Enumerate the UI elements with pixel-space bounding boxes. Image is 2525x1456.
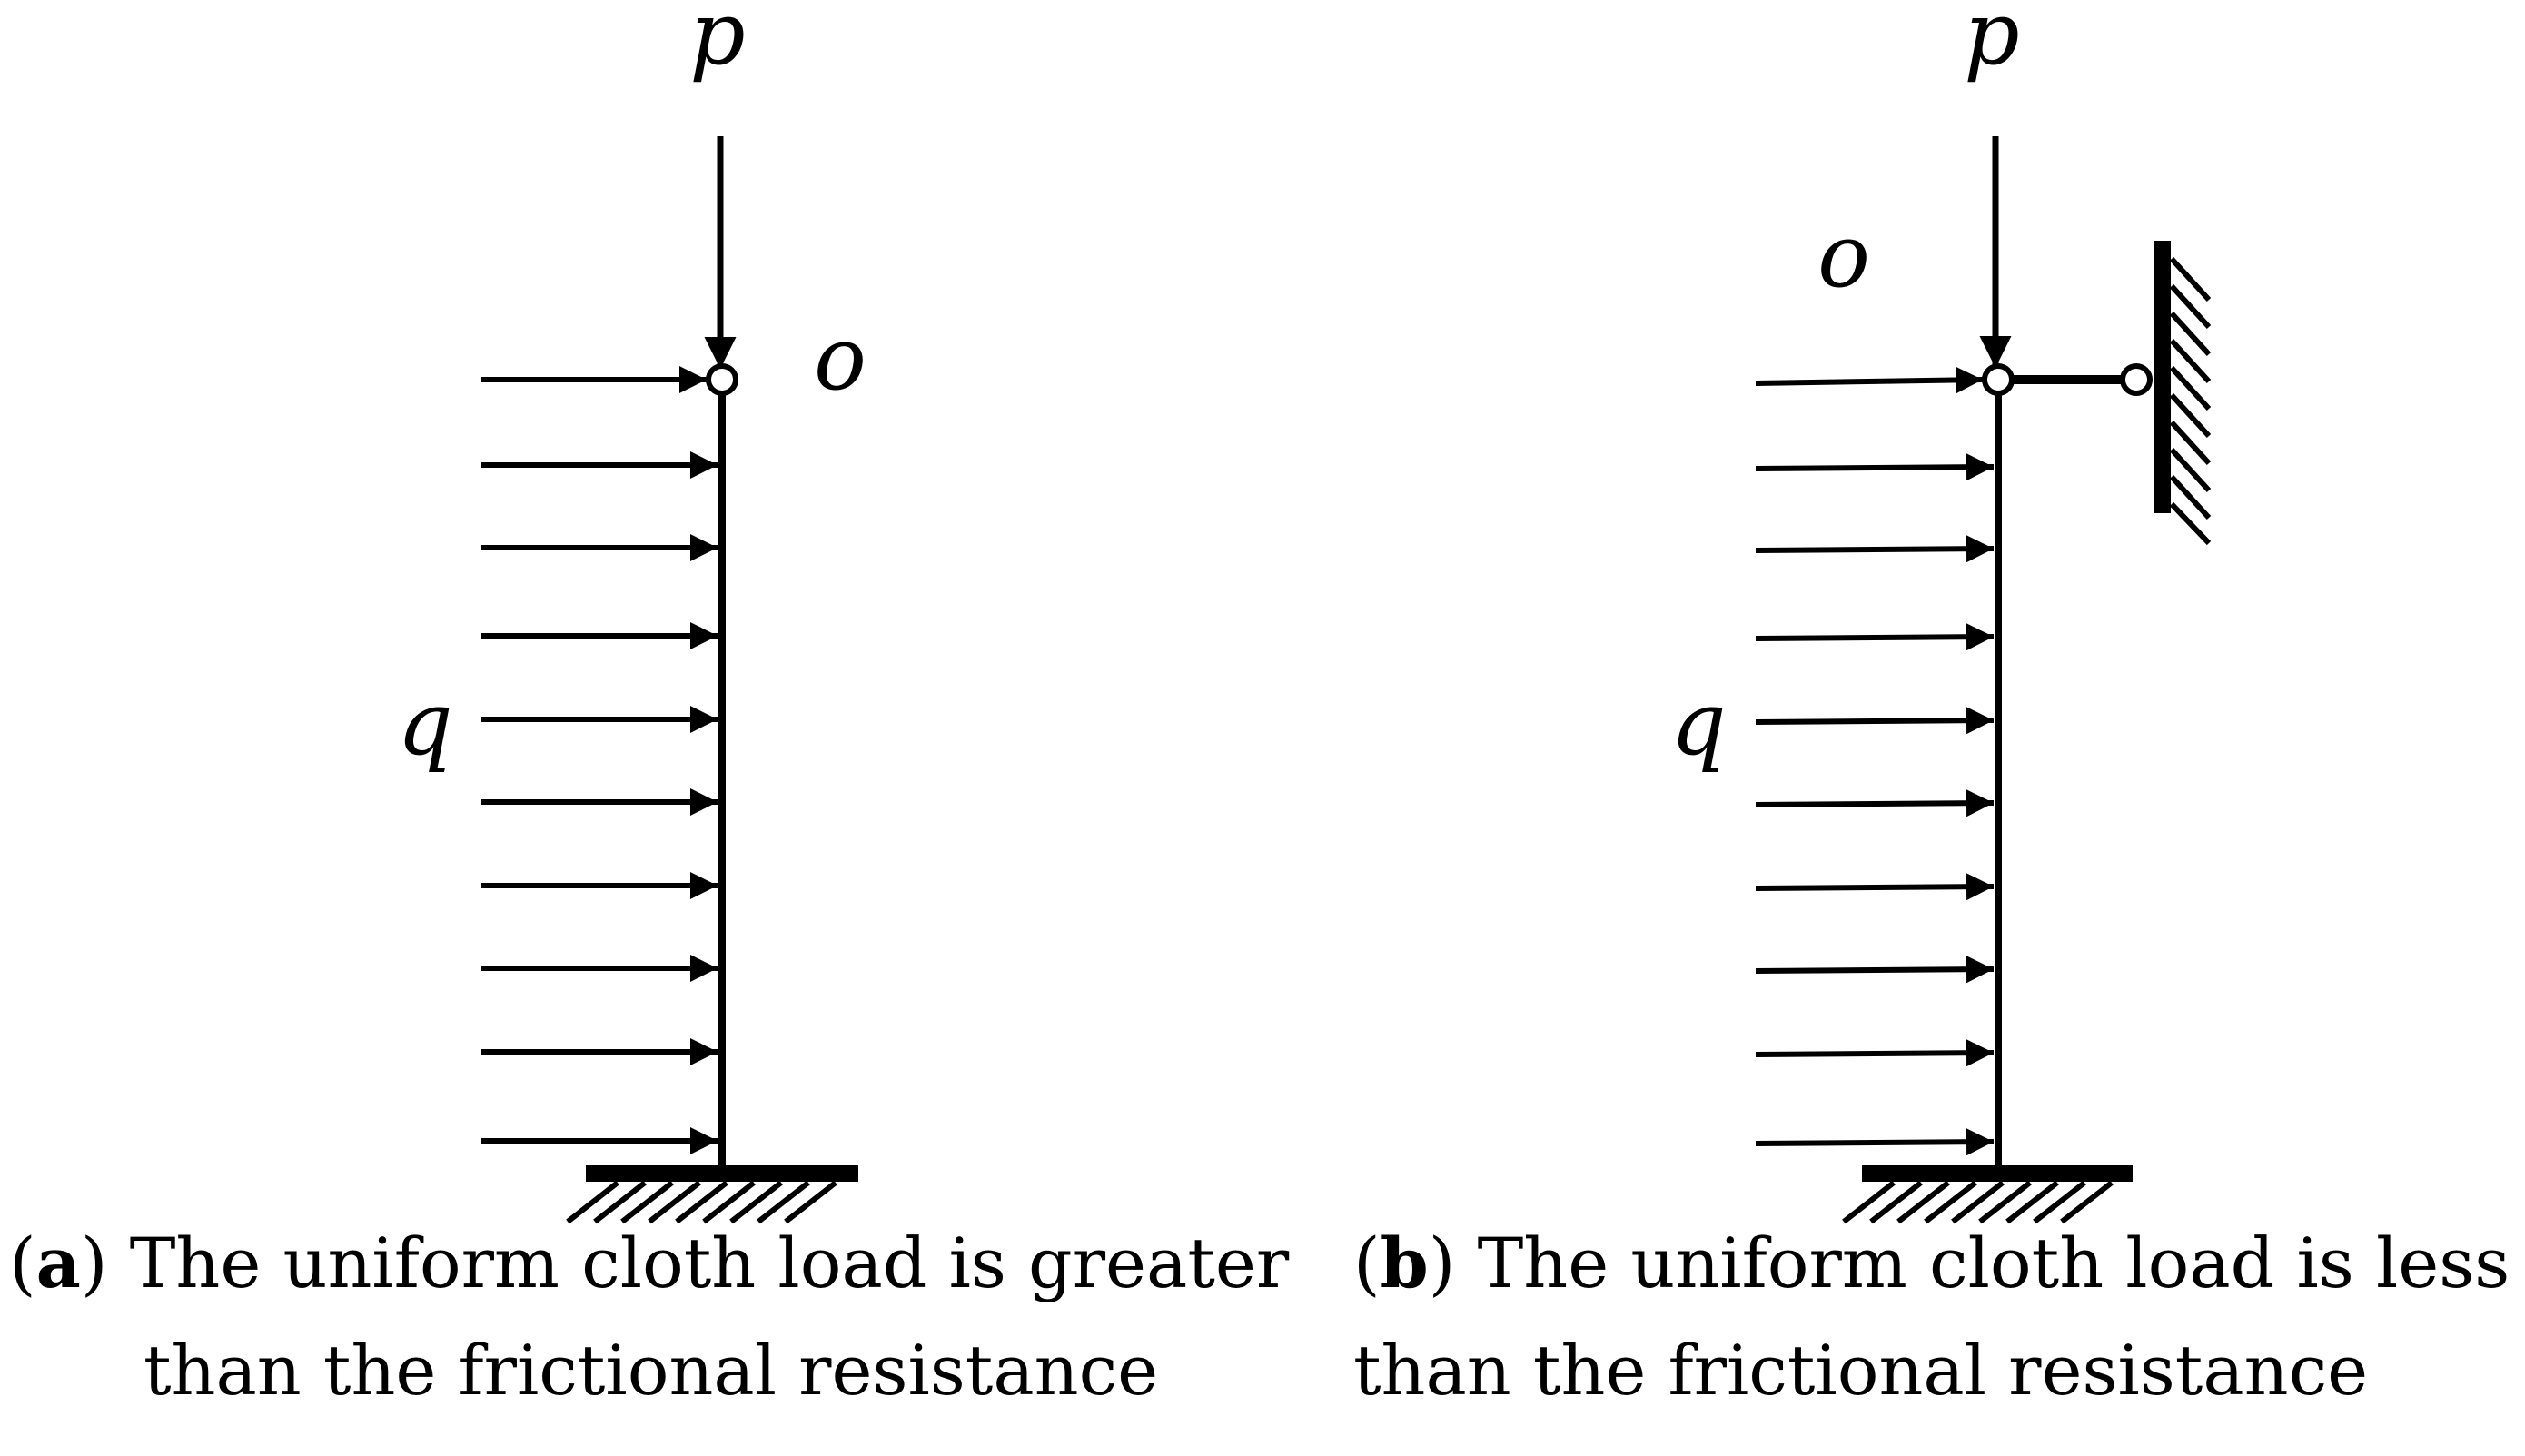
caption-a-line2: than the frictional resistance xyxy=(144,1330,1159,1411)
distributed-load-arrows-a xyxy=(481,366,718,1154)
caption-a-text1: The uniform cloth load is greater xyxy=(129,1223,1290,1303)
load-arrow xyxy=(1755,1128,1995,1156)
caption-a-line1: (a) The uniform cloth load is greater xyxy=(9,1223,1290,1303)
caption-a: (a) The uniform cloth load is greater th… xyxy=(9,1210,1317,1424)
load-arrow xyxy=(1755,956,1995,984)
link-hinge-b xyxy=(2120,363,2153,396)
load-arrow xyxy=(1755,873,1995,901)
caption-b-line1: (b) The uniform cloth load is less xyxy=(1353,1223,2510,1303)
caption-b-line2: than the frictional resistance xyxy=(1353,1330,2369,1411)
wall-support-b xyxy=(2154,241,2212,546)
joint-o-label-a: o xyxy=(814,308,866,410)
wall-hatch-b xyxy=(2169,256,2212,546)
load-arrow xyxy=(1755,707,1995,735)
load-arrow xyxy=(1755,789,1995,817)
fixed-support-b xyxy=(1842,1165,2133,1224)
hinge-joint-a xyxy=(706,363,738,396)
ground-hatch-b xyxy=(1842,1180,2114,1224)
load-p-label-a: p xyxy=(689,0,745,84)
load-arrow xyxy=(1755,535,1995,563)
load-q-label-a: q xyxy=(397,673,452,775)
load-arrow xyxy=(1755,366,1984,394)
load-arrow xyxy=(1755,623,1995,651)
panel-a: p o q xyxy=(397,0,866,1224)
distributed-load-arrows-b xyxy=(1755,366,1995,1156)
load-arrow xyxy=(1755,1039,1995,1067)
joint-o-label-b: o xyxy=(1817,205,1870,307)
load-q-label-b: q xyxy=(1670,673,1726,775)
caption-b-text1: The uniform cloth load is less xyxy=(1477,1223,2510,1303)
caption-b-tag: b xyxy=(1380,1223,1429,1303)
hinge-joint-b xyxy=(1982,363,2015,396)
panel-b: p o xyxy=(1670,0,2212,1224)
load-arrow xyxy=(1755,453,1995,481)
caption-b: (b) The uniform cloth load is less than … xyxy=(1353,1210,2525,1424)
fixed-support-a xyxy=(566,1165,858,1224)
caption-a-tag: a xyxy=(35,1223,81,1303)
load-p-label-b: p xyxy=(1964,0,2019,84)
ground-hatch-a xyxy=(566,1180,837,1224)
